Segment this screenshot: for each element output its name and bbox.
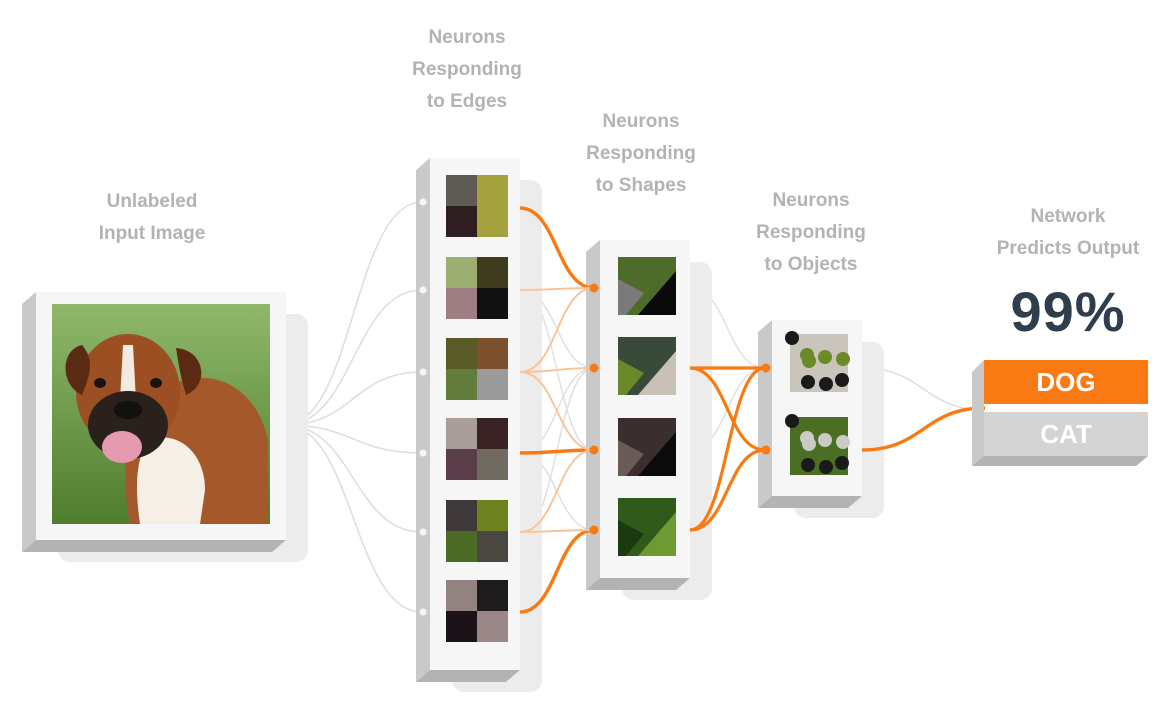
input-connector-6	[284, 424, 423, 613]
input-label-line-1: Unlabeled	[106, 191, 198, 212]
dog-photo	[52, 304, 270, 524]
output-class-dog: DOG	[984, 360, 1148, 404]
shape-node-2	[589, 363, 599, 373]
edge-shape-weak-activation-2	[519, 287, 595, 373]
input-label-line-2: Input Image	[98, 223, 206, 244]
object-node-2	[761, 445, 771, 455]
shapes-label-line-3: to Shapes	[595, 175, 687, 196]
shape-object-activation-3	[689, 366, 766, 532]
activation-paths	[519, 206, 986, 614]
objects-layer-label: Neurons Responding to Objects	[726, 185, 896, 281]
input-connector-2	[284, 289, 423, 426]
shape-feature-tile-2	[618, 337, 676, 395]
dog-tongue	[102, 431, 142, 463]
shape-node-3	[589, 445, 599, 455]
edge-feature-tile-5	[446, 500, 508, 562]
edge-input-node-6	[418, 607, 428, 617]
objects-label-line-3: to Objects	[764, 254, 858, 275]
dog-nose	[114, 401, 142, 419]
edge-input-node-2	[418, 285, 428, 295]
input-image-label: Unlabeled Input Image	[62, 186, 242, 250]
edge-feature-tile-4	[446, 418, 508, 480]
shapes-label-line-1: Neurons	[602, 111, 680, 132]
object-feature-tile-2	[785, 414, 850, 475]
edge-shape-weak-activation-6	[519, 449, 595, 533]
edge-shape-weak-activation-5	[519, 529, 595, 533]
shape-feature-tile-1	[618, 257, 676, 315]
dog-chest	[137, 437, 205, 524]
shape-feature-tile-4	[618, 498, 676, 556]
output-box-bottom	[972, 456, 1148, 466]
edge-shape-activation-2	[519, 448, 595, 455]
object-node-1	[761, 363, 771, 373]
edge-input-node-5	[418, 527, 428, 537]
edge-feature-tile-2	[446, 257, 508, 319]
output-label-line-1: Network	[1030, 206, 1106, 227]
shape-object-activation-2	[689, 366, 766, 452]
edge-shape-weak-activation-1	[519, 287, 595, 291]
dog-left-ear	[65, 345, 90, 395]
dog-left-eye	[94, 378, 106, 388]
edge-feature-tile-6	[446, 580, 508, 642]
object-feature-tile-1	[785, 331, 850, 392]
edge-shape-weak-activation-3	[519, 367, 595, 373]
objects-label-line-1: Neurons	[772, 190, 850, 211]
edges-layer-label: Neurons Responding to Edges	[382, 22, 552, 118]
edge-input-node-4	[418, 448, 428, 458]
input-connector-1	[284, 201, 423, 426]
output-label: Network Predicts Output	[978, 201, 1158, 265]
output-label-line-2: Predicts Output	[996, 238, 1140, 259]
edges-label-line-1: Neurons	[428, 27, 506, 48]
output-box-side	[972, 360, 984, 466]
shapes-label-line-2: Responding	[586, 143, 696, 164]
dog-right-ear	[176, 348, 202, 395]
edge-shape-weak-activation-4	[519, 371, 595, 451]
object-output-activation	[861, 406, 986, 452]
dog-blaze	[120, 345, 136, 400]
edge-feature-tile-1	[446, 175, 508, 237]
shapes-layer-label: Neurons Responding to Shapes	[556, 106, 726, 202]
edge-shape-activation-3	[519, 528, 595, 614]
output-class-cat: CAT	[984, 412, 1148, 456]
shape-feature-tile-3	[618, 418, 676, 476]
edge-input-node-1	[418, 197, 428, 207]
edges-label-line-2: Responding	[412, 59, 522, 80]
dog-right-eye	[150, 378, 162, 388]
shape-node-1	[589, 283, 599, 293]
shape-object-activation-4	[689, 448, 766, 532]
edge-shape-activation-1	[519, 206, 595, 290]
prediction-percent: 99%	[1010, 280, 1126, 343]
shape-node-4	[589, 525, 599, 535]
edge-input-node-3	[418, 367, 428, 377]
edge-feature-tile-3	[446, 338, 508, 400]
edges-label-line-3: to Edges	[426, 91, 508, 112]
objects-label-line-2: Responding	[756, 222, 866, 243]
